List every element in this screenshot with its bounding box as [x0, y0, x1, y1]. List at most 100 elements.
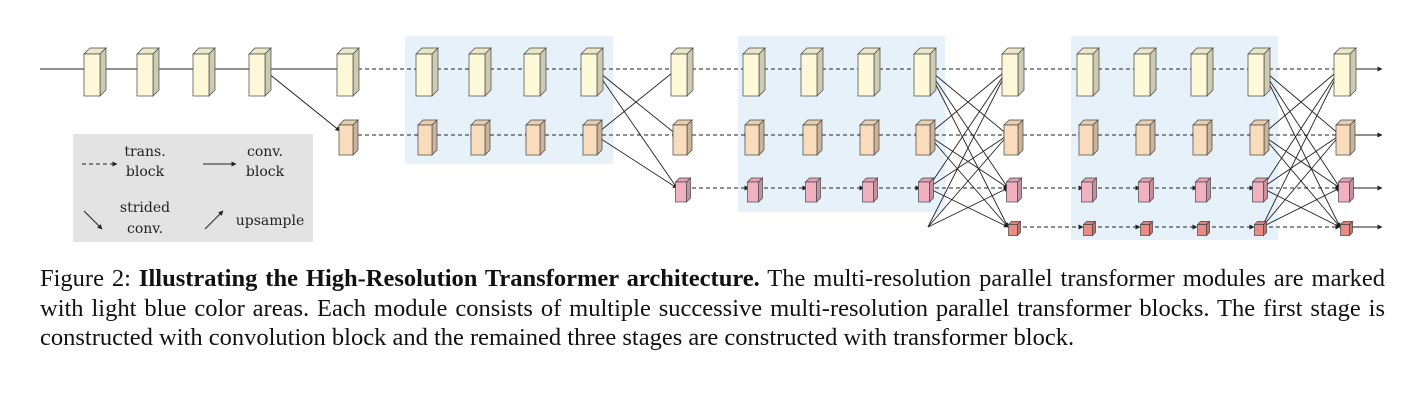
upsample-line	[594, 68, 678, 136]
block-front-face	[1249, 124, 1265, 156]
block-res3	[1251, 177, 1269, 203]
block-front-face	[1078, 124, 1094, 156]
block-front-face	[415, 53, 433, 97]
block-front-face	[192, 53, 210, 97]
block-res2	[915, 119, 936, 156]
caption-body: The multi-resolution parallel transforme…	[40, 265, 1386, 351]
block-side-face	[431, 47, 439, 97]
block-front-face	[1076, 53, 1094, 97]
block-side-face	[929, 119, 936, 156]
block-front-face	[580, 53, 598, 97]
block-res2	[1249, 119, 1270, 156]
block-res2	[802, 119, 823, 156]
block-side-face	[758, 119, 765, 156]
caption-figure-label: Figure 2:	[40, 265, 131, 292]
block-side-face	[1206, 47, 1214, 97]
block-front-face	[1008, 224, 1018, 236]
block-res3	[746, 177, 764, 203]
block-front-face	[1252, 181, 1264, 203]
block-res1	[580, 47, 604, 97]
block-res1	[800, 47, 824, 97]
legend-strided-arrow-icon	[83, 210, 103, 230]
block-side-face	[1092, 47, 1100, 97]
legend-trans-block-line2: block	[126, 164, 165, 180]
block-res2	[1003, 119, 1024, 156]
block-side-face	[431, 119, 438, 156]
upsample-line	[927, 68, 1009, 189]
block-res1	[136, 47, 160, 97]
block-side-face	[1149, 220, 1153, 237]
block-side-face	[1149, 47, 1157, 97]
block-res1	[670, 47, 694, 97]
block-res1	[742, 47, 766, 97]
upsample-line	[927, 187, 1009, 228]
block-side-face	[352, 47, 360, 97]
block-side-face	[208, 47, 216, 97]
block-front-face	[742, 53, 760, 97]
block-front-face	[1081, 181, 1093, 203]
legend-upsample-label: upsample	[236, 213, 305, 229]
block-res1	[415, 47, 439, 97]
block-res4	[1082, 220, 1097, 237]
block-front-face	[1338, 181, 1350, 203]
block-front-face	[468, 53, 486, 97]
block-res1	[913, 47, 937, 97]
block-res3	[1080, 177, 1098, 203]
block-side-face	[873, 119, 880, 156]
block-front-face	[336, 53, 354, 97]
block-side-face	[1092, 177, 1097, 203]
block-front-face	[913, 53, 931, 97]
block-front-face	[1192, 124, 1208, 156]
block-side-face	[1263, 220, 1267, 237]
block-front-face	[470, 124, 486, 156]
block-res1	[1190, 47, 1214, 97]
block-side-face	[1349, 47, 1357, 97]
block-front-face	[1006, 181, 1018, 203]
block-front-face	[1340, 224, 1350, 236]
block-res3	[861, 177, 879, 203]
block-side-face	[484, 119, 491, 156]
block-side-face	[1017, 220, 1021, 237]
block-side-face	[1263, 119, 1270, 156]
block-front-face	[1003, 124, 1019, 156]
block-res1	[83, 47, 107, 97]
block-side-face	[1149, 119, 1156, 156]
strided-conv-line	[594, 68, 678, 189]
legend-upsample-arrow-icon	[204, 210, 224, 230]
block-side-face	[1092, 220, 1096, 237]
module-area-1	[405, 36, 613, 164]
block-front-face	[915, 124, 931, 156]
upsample-line	[927, 134, 1009, 228]
block-front-face	[1138, 181, 1150, 203]
block-front-face	[1001, 53, 1019, 97]
block-res2	[417, 119, 438, 156]
block-res1	[248, 47, 272, 97]
block-side-face	[484, 47, 492, 97]
block-side-face	[596, 47, 604, 97]
block-front-face	[744, 124, 760, 156]
block-side-face	[152, 47, 160, 97]
block-side-face	[816, 119, 823, 156]
legend-background	[73, 134, 313, 242]
block-res3	[1337, 177, 1355, 203]
block-front-face	[862, 181, 874, 203]
block-side-face	[873, 177, 878, 203]
legend-strided-conv-line2: conv.	[127, 221, 163, 237]
block-front-face	[747, 181, 759, 203]
block-front-face	[1333, 53, 1351, 97]
block-res4	[1339, 220, 1354, 237]
block-side-face	[1017, 119, 1024, 156]
block-res1	[1333, 47, 1357, 97]
block-front-face	[1247, 53, 1265, 97]
block-res2	[470, 119, 491, 156]
block-side-face	[264, 47, 272, 97]
block-front-face	[136, 53, 154, 97]
block-front-face	[857, 53, 875, 97]
block-front-face	[525, 124, 541, 156]
block-res2	[525, 119, 546, 156]
block-front-face	[1197, 224, 1207, 236]
block-side-face	[1206, 119, 1213, 156]
upsample-line	[927, 68, 1009, 136]
block-front-face	[1190, 53, 1208, 97]
strided-conv-line	[594, 134, 678, 189]
